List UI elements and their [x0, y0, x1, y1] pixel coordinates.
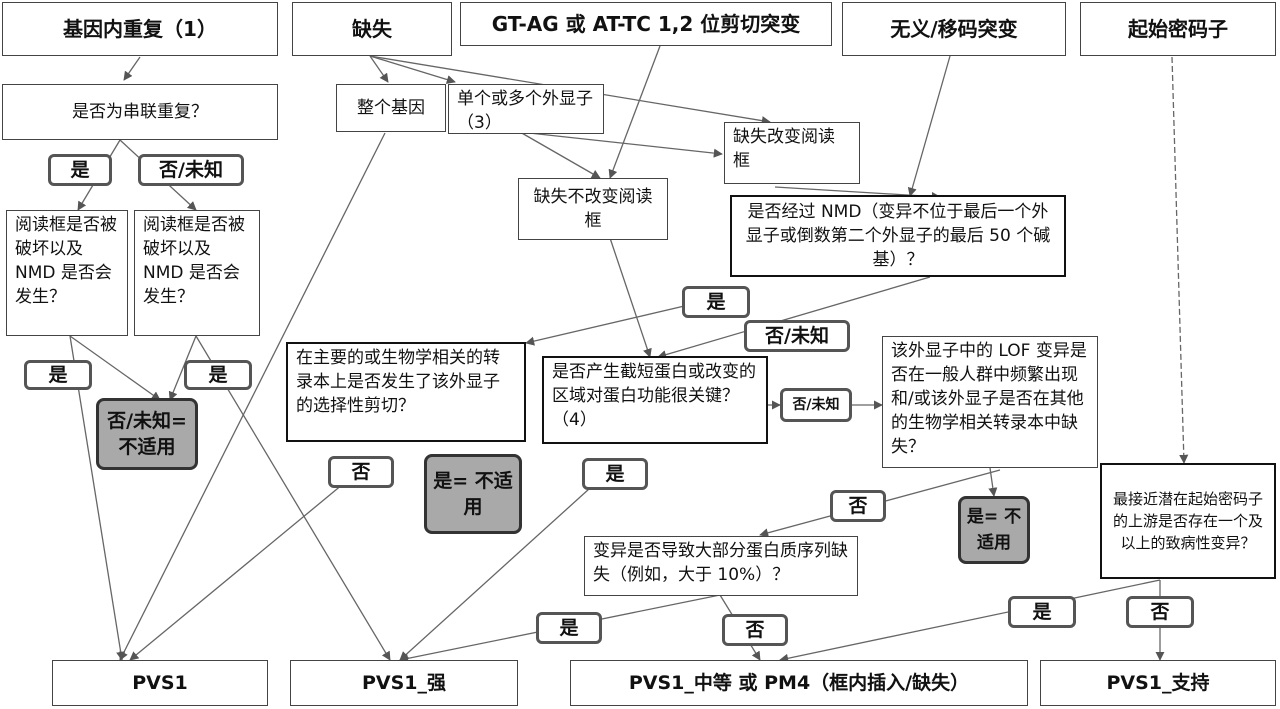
- question-upstream-variant: 最接近潜在起始密码子的上游是否存在一个及以上的致病性变异？: [1100, 463, 1276, 579]
- question-nmd: 是否经过 NMD（变异不位于最后一个外显子或倒数第二个外显子的最后 50 个碱基…: [730, 195, 1066, 277]
- header-nonsense-frameshift: 无义/移码突变: [842, 2, 1066, 56]
- arrow: [907, 55, 951, 197]
- arrow: [399, 469, 611, 661]
- question-alternative-splicing: 在主要的或生物学相关的转录本上是否发生了该外显子的选择性剪切？: [286, 342, 526, 442]
- label-yes-rf1: 是: [24, 360, 92, 390]
- arrow: [657, 276, 931, 360]
- label-no-unknown-truncated: 否/未知: [780, 388, 852, 422]
- header-deletion: 缺失: [292, 2, 452, 56]
- outcome-pvs1-supporting: PVS1_支持: [1040, 660, 1276, 706]
- arrow: [369, 55, 456, 84]
- arrow: [195, 335, 391, 661]
- box-whole-gene: 整个基因: [336, 84, 446, 132]
- label-yes-large-loss: 是: [536, 612, 602, 644]
- label-yes-upstream: 是: [1008, 596, 1076, 628]
- outcome-pvs1: PVS1: [52, 660, 268, 706]
- label-no-unknown-nmd: 否/未知: [744, 320, 850, 352]
- outcome-pvs1-moderate-pm4: PVS1_中等 或 PM4（框内插入/缺失）: [570, 660, 1028, 706]
- arrow: [608, 45, 661, 179]
- label-no-alt-splice: 否: [328, 456, 394, 488]
- label-no-unknown-tandem: 否/未知: [138, 154, 244, 186]
- header-start-codon: 起始密码子: [1080, 2, 1276, 56]
- box-not-applicable-2: 是= 不适用: [424, 454, 522, 534]
- arrow: [123, 56, 141, 81]
- box-not-applicable-3: 是= 不适用: [958, 496, 1030, 564]
- header-intragenic-duplication: 基因内重复（1）: [2, 2, 278, 56]
- box-not-applicable-1: 否/未知= 不适用: [96, 398, 198, 470]
- question-truncated-protein: 是否产生截短蛋白或改变的区域对蛋白功能很关键？（4）: [542, 356, 768, 444]
- arrow: [519, 131, 601, 179]
- label-no-lof: 否: [830, 490, 886, 522]
- arrow: [369, 55, 389, 83]
- question-lof-frequency: 该外显子中的 LOF 变异是否在一般人群中频繁出现和/或该外显子是否在其他的生物…: [882, 336, 1098, 468]
- arrow: [69, 335, 126, 661]
- question-reading-frame-1: 阅读框是否被破坏以及 NMD 是否会发生？: [6, 210, 128, 336]
- label-yes-nmd: 是: [682, 286, 750, 318]
- label-yes-rf2: 是: [184, 360, 252, 390]
- arrow: [119, 132, 386, 661]
- arrow: [519, 131, 723, 158]
- header-splice-mutation: GT-AG 或 AT-TC 1,2 位剪切突变: [460, 2, 832, 46]
- arrow: [779, 579, 1161, 663]
- label-yes-tandem: 是: [48, 154, 112, 186]
- arrow: [69, 335, 161, 401]
- question-large-protein-loss: 变异是否导致大部分蛋白质序列缺失（例如，大于 10%）？: [584, 536, 858, 596]
- arrow: [525, 299, 711, 346]
- box-single-multiple-exons: 单个或多个外显子（3）: [448, 84, 604, 134]
- arrow: [609, 237, 652, 358]
- box-deletion-frameshift: 缺失改变阅读框: [724, 122, 860, 184]
- label-no-upstream: 否: [1126, 596, 1194, 628]
- label-yes-truncated: 是: [582, 458, 648, 490]
- question-reading-frame-2: 阅读框是否被破坏以及 NMD 是否会发生？: [134, 210, 260, 336]
- arrow: [168, 335, 197, 401]
- arrow: [129, 469, 361, 661]
- question-tandem-duplication: 是否为串联重复？: [2, 84, 278, 140]
- box-deletion-inframe: 缺失不改变阅读框: [518, 178, 668, 240]
- outcome-pvs1-strong: PVS1_强: [290, 660, 518, 706]
- label-no-large-loss: 否: [722, 614, 788, 646]
- arrow: [1171, 56, 1189, 464]
